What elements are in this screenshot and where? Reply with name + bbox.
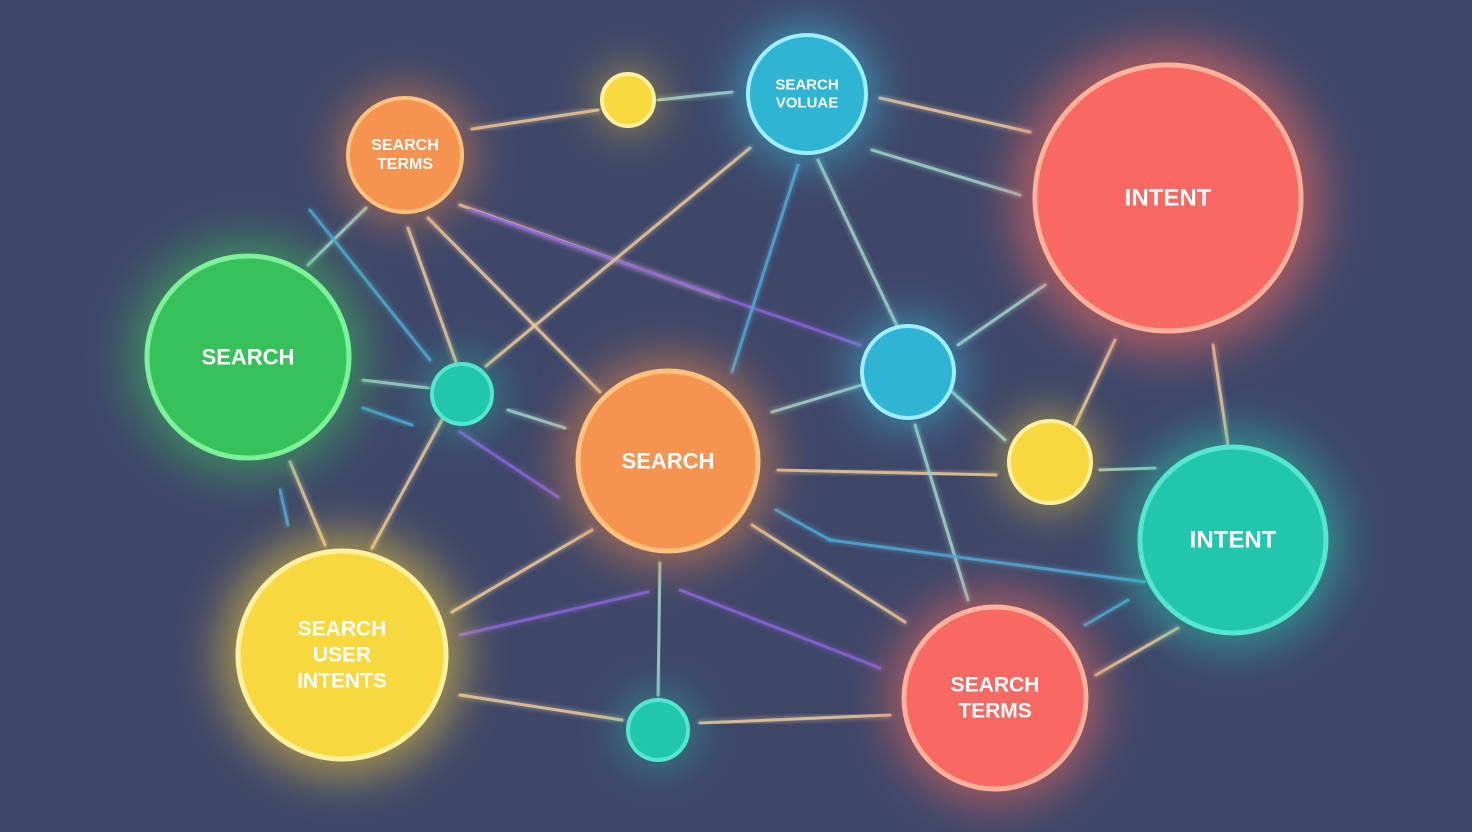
search-terms-top-label: SEARCH bbox=[371, 137, 439, 154]
connection-line bbox=[506, 408, 567, 430]
cyan-mid-circle bbox=[860, 324, 956, 420]
connection-line bbox=[656, 90, 734, 102]
search-terms-bottom-label: TERMS bbox=[958, 700, 1032, 723]
connection-line bbox=[406, 226, 458, 364]
connection-line bbox=[288, 460, 327, 547]
connection-line bbox=[370, 396, 456, 550]
connection-line bbox=[1073, 338, 1117, 427]
connection-line bbox=[878, 96, 1032, 134]
search-volume-circle bbox=[746, 33, 868, 155]
teal-small-left-circle bbox=[430, 362, 494, 426]
search-terms-top-label: TERMS bbox=[377, 156, 433, 173]
connection-line bbox=[816, 158, 900, 330]
intent-top-label: INTENT bbox=[1125, 185, 1212, 212]
search-left-circle bbox=[144, 253, 352, 461]
connection-lines bbox=[277, 89, 1231, 726]
node-search-user-intents: SEARCH USER INTENTS bbox=[235, 548, 449, 762]
connection-line bbox=[948, 388, 1007, 442]
connection-line bbox=[750, 523, 907, 624]
node-intent-top: INTENT bbox=[1032, 62, 1304, 334]
node-teal-small-bottom bbox=[626, 698, 690, 762]
connection-line bbox=[278, 488, 290, 527]
connection-line bbox=[458, 430, 560, 499]
yellow-top-circle bbox=[600, 72, 656, 128]
search-terms-bottom-circle bbox=[901, 604, 1089, 792]
search-user-intents-label: USER bbox=[313, 644, 371, 667]
intent-top-circle bbox=[1032, 62, 1304, 334]
search-user-intents-circle bbox=[235, 548, 449, 762]
connection-line bbox=[678, 588, 882, 670]
node-search-terms-bottom: SEARCH TERMS bbox=[901, 604, 1089, 792]
node-intent-right: INTENT bbox=[1137, 444, 1329, 636]
connection-line bbox=[361, 406, 414, 427]
connection-line bbox=[1211, 343, 1230, 447]
connection-line bbox=[730, 163, 800, 374]
search-volume-label: VOLUAE bbox=[776, 95, 839, 112]
search-volume-label: SEARCH bbox=[775, 77, 838, 94]
connection-line bbox=[1094, 626, 1180, 677]
connection-line bbox=[776, 468, 998, 477]
yellow-right-circle bbox=[1007, 419, 1093, 505]
connection-line bbox=[1098, 466, 1157, 472]
connection-line bbox=[458, 693, 624, 722]
connection-line bbox=[484, 146, 752, 368]
node-teal-small-left bbox=[430, 362, 494, 426]
search-center-circle bbox=[575, 368, 761, 554]
connection-line bbox=[468, 208, 862, 347]
connection-line bbox=[450, 528, 594, 614]
node-cyan-mid bbox=[860, 324, 956, 420]
search-user-intents-label: SEARCH bbox=[298, 618, 387, 641]
connection-line bbox=[1083, 598, 1130, 627]
connection-line bbox=[458, 590, 650, 637]
connection-line bbox=[306, 206, 368, 267]
node-search-center: SEARCH bbox=[575, 368, 761, 554]
connection-line bbox=[956, 283, 1047, 347]
connection-line bbox=[361, 378, 430, 390]
connection-line bbox=[870, 148, 1022, 197]
connection-line bbox=[770, 383, 864, 414]
connection-line bbox=[308, 208, 432, 362]
connection-line bbox=[913, 423, 970, 602]
node-search-left: SEARCH bbox=[144, 253, 352, 461]
teal-small-bottom-circle bbox=[626, 698, 690, 762]
search-terms-top-circle bbox=[346, 96, 464, 214]
connection-line bbox=[470, 108, 600, 131]
search-left-label: SEARCH bbox=[202, 345, 295, 370]
node-yellow-right bbox=[1007, 419, 1093, 505]
connection-line bbox=[698, 713, 892, 725]
intent-right-label: INTENT bbox=[1190, 527, 1277, 554]
search-terms-bottom-label: SEARCH bbox=[951, 674, 1040, 697]
nodes: SEARCHTERMSSEARCHVOLUAEINTENTSEARCHSEARC… bbox=[144, 33, 1329, 792]
node-search-terms-top: SEARCH TERMS bbox=[346, 96, 464, 214]
search-user-intents-label: INTENTS bbox=[297, 670, 387, 693]
connection-line bbox=[656, 561, 662, 697]
intent-right-circle bbox=[1137, 444, 1329, 636]
search-center-label: SEARCH bbox=[622, 449, 715, 474]
connection-line bbox=[774, 508, 832, 542]
connection-line bbox=[828, 538, 1147, 584]
node-yellow-top bbox=[600, 72, 656, 128]
connection-line bbox=[426, 216, 602, 394]
